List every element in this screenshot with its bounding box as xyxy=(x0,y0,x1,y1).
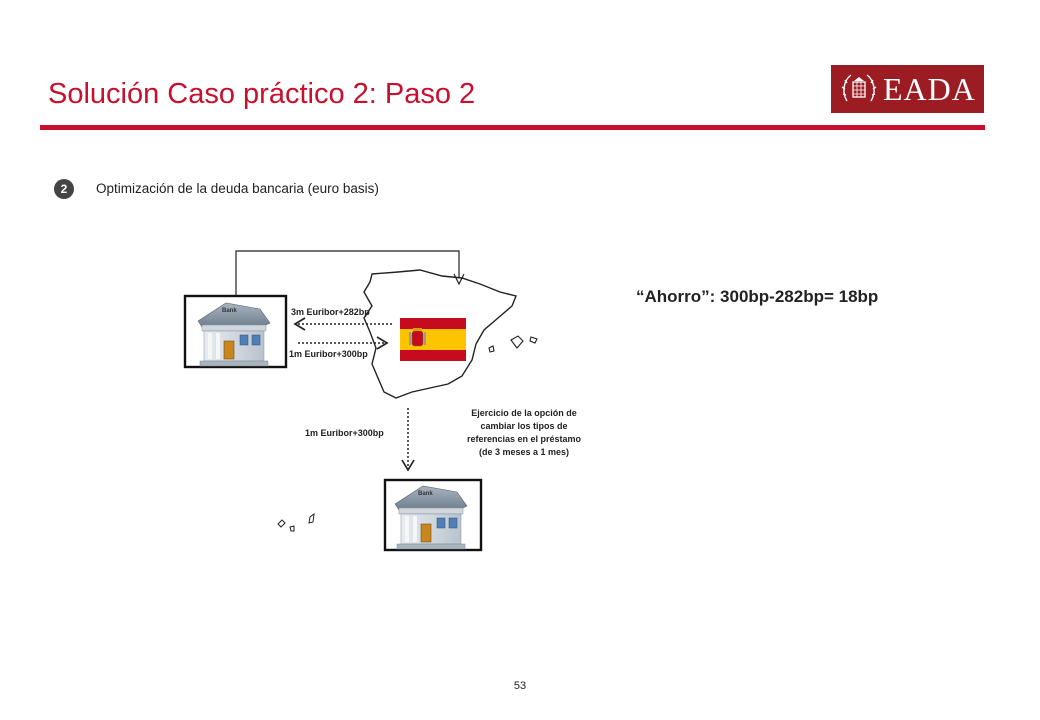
option-exercise-note: Ejercicio de la opción de cambiar los ti… xyxy=(466,408,582,457)
arrow-in-label: 3m Euribor+282bp xyxy=(291,307,370,317)
canary-islands xyxy=(277,512,315,532)
vertical-arrow-label: 1m Euribor+300bp xyxy=(305,428,384,438)
arrowhead-left-icon xyxy=(293,317,306,331)
arrowhead-right-icon xyxy=(376,336,389,350)
step-description: Optimización de la deuda bancaria (euro … xyxy=(96,181,379,196)
connector-line xyxy=(235,250,460,296)
page-number: 53 xyxy=(513,680,527,692)
savings-summary: “Ahorro”: 300bp-282bp= 18bp xyxy=(636,287,879,306)
spain-flag xyxy=(400,318,466,361)
bank-sign-bottom: Bank xyxy=(418,491,433,497)
arrowhead-down-icon xyxy=(401,459,415,472)
balearic-islands xyxy=(488,335,538,353)
bank-sign-top: Bank xyxy=(222,308,237,314)
page-title: Solución Caso práctico 2: Paso 2 xyxy=(48,78,476,110)
arrow-out-label: 1m Euribor+300bp xyxy=(289,349,368,359)
title-underline xyxy=(40,125,985,130)
eada-logo: EADA xyxy=(831,65,984,113)
logo-text: EADA xyxy=(883,70,976,107)
step-number-badge: 2 xyxy=(54,179,74,199)
coat-of-arms-icon xyxy=(409,328,426,347)
laurel-emblem-icon xyxy=(841,74,877,102)
connector-arrowhead xyxy=(453,273,465,286)
